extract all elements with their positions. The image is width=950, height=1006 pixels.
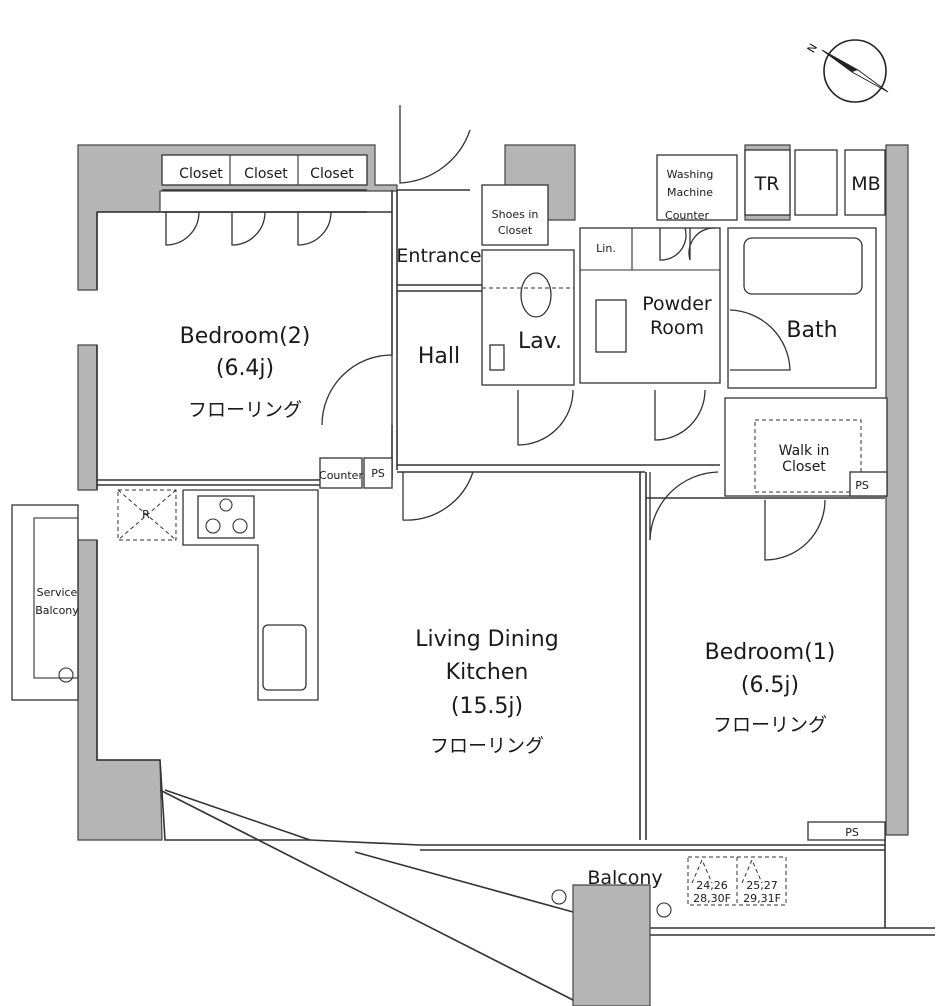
washing-label-line2: Machine: [667, 186, 713, 199]
mark-right-line1: 25,27: [746, 879, 778, 892]
north-label: N: [805, 41, 820, 55]
ps-hall-label: PS: [371, 467, 385, 480]
north-arrow-icon: N: [805, 39, 889, 103]
bedroom1-floor: フローリング: [713, 714, 827, 736]
mark-left-line1: 24,26: [696, 879, 728, 892]
shoes-label-line2: Closet: [498, 224, 533, 237]
ldk-name-line2: Kitchen: [446, 660, 529, 685]
closet-label-1: Closet: [179, 166, 223, 182]
shoes-label-line1: Shoes in: [492, 208, 539, 221]
lav-label: Lav.: [518, 329, 562, 354]
bath-label: Bath: [786, 318, 837, 343]
bedroom2-floor: フローリング: [188, 399, 302, 421]
mark-right-line2: 29,31F: [743, 892, 781, 905]
linen-label: Lin.: [596, 242, 616, 255]
powder-label-line2: Room: [650, 317, 704, 339]
bedroom2-name: Bedroom(2): [180, 324, 311, 349]
closet-label-3: Closet: [310, 166, 354, 182]
ps-balcony-label: PS: [845, 826, 859, 839]
ldk-size: (15.5j): [451, 694, 523, 719]
room-labels: Bedroom(2) (6.4j) フローリング Bedroom(1) (6.5…: [35, 166, 881, 905]
hall-label: Hall: [418, 344, 460, 369]
ldk-floor: フローリング: [430, 735, 544, 757]
door-swings: [165, 105, 826, 561]
closet-label-2: Closet: [244, 166, 288, 182]
counter-hall-label: Counter: [319, 469, 363, 482]
counter-top-label: Counter: [665, 209, 709, 222]
sanitary-fixtures: [482, 272, 627, 371]
ps-walkin-label: PS: [855, 479, 869, 492]
powder-label-line1: Powder: [642, 293, 712, 315]
entrance-label: Entrance: [396, 245, 481, 267]
mb-label: MB: [851, 173, 880, 195]
service-balcony-line2: Balcony: [35, 604, 79, 617]
ldk-name-line1: Living Dining: [415, 627, 558, 652]
bedroom1-name: Bedroom(1): [705, 640, 836, 665]
bedroom2-size: (6.4j): [216, 356, 274, 381]
partition-walls: [11, 149, 935, 1001]
service-balcony-line1: Service: [37, 586, 78, 599]
balcony-label: Balcony: [587, 867, 662, 889]
walkin-label-line2: Closet: [782, 459, 826, 475]
refrigerator-mark: R: [142, 508, 150, 521]
tr-label: TR: [754, 173, 780, 195]
walkin-label-line1: Walk in: [779, 443, 830, 459]
washing-label-line1: Washing: [667, 168, 714, 181]
bedroom1-size: (6.5j): [741, 673, 799, 698]
mark-left-line2: 28,30F: [693, 892, 731, 905]
